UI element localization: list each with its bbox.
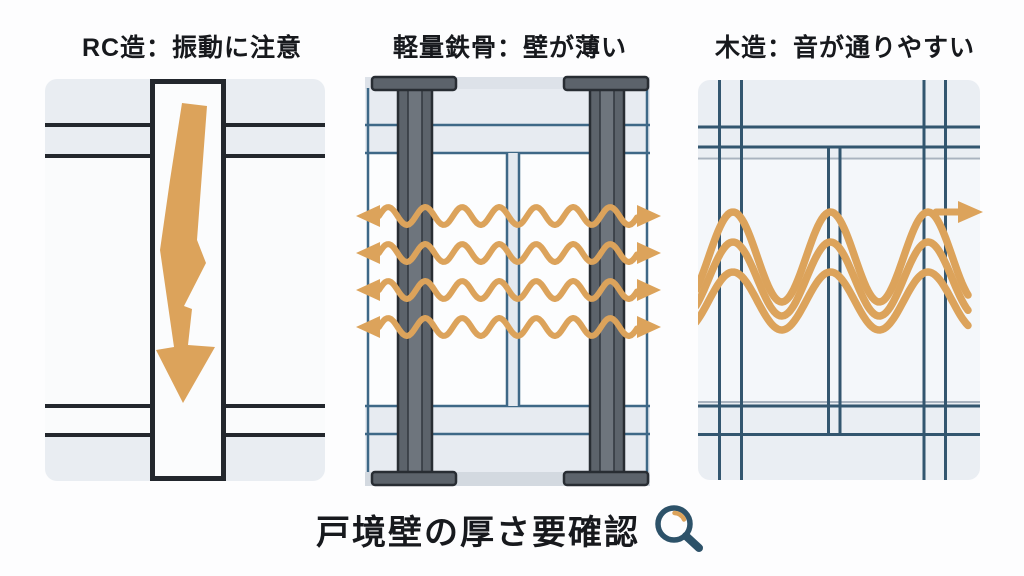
magnifier-icon (655, 505, 703, 552)
sound-wave-double-arrows-icon (356, 204, 661, 339)
rc-wall-figure (45, 79, 325, 481)
steel-wall-figure (356, 75, 661, 487)
steel-column (370, 75, 458, 487)
caption-text: 戸境壁の厚さ要確認 (316, 513, 640, 552)
panel-title-wood: 木造：音が通りやすい (714, 34, 976, 62)
panel-title-steel: 軽量鉄骨：壁が薄い (392, 34, 628, 62)
sound-exit-arrow (932, 201, 983, 223)
sound-wave-passing-arrow-icon (698, 208, 972, 334)
panel-title-rc: RC造：振動に注意 (81, 34, 303, 62)
caption: 戸境壁の厚さ要確認 (0, 503, 1024, 555)
lightning-arrow-down-icon (156, 103, 215, 403)
wood-wall-figure (698, 80, 983, 480)
